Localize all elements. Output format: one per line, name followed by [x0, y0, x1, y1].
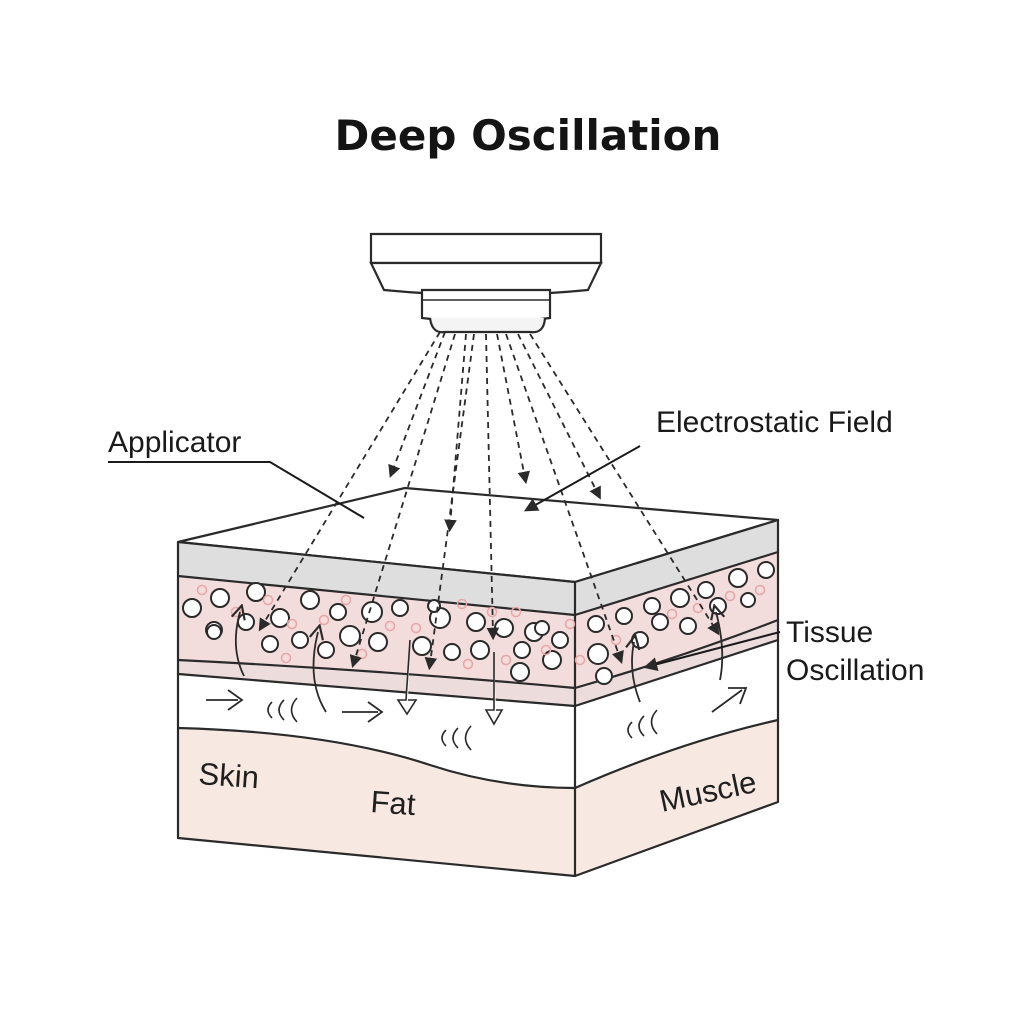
skin-cell	[300, 590, 320, 610]
skin-cell	[631, 631, 649, 649]
electrostatic-field-lines	[258, 331, 720, 671]
fat-label: Fat	[370, 784, 418, 822]
callout-lines	[108, 445, 781, 672]
skin-cell	[551, 631, 569, 649]
skin-cell-small	[280, 652, 292, 664]
skin-cell-small	[384, 620, 396, 632]
tissue-oscillation-label-line2: Oscillation	[786, 654, 924, 687]
skin-cell	[494, 618, 514, 638]
skin-cell	[443, 643, 461, 661]
skin-cell	[587, 615, 605, 633]
skin-cell	[361, 601, 383, 623]
skin-cell	[542, 650, 562, 670]
skin-cell	[740, 592, 756, 608]
skin-cell-small	[456, 598, 468, 610]
applicator-device	[369, 232, 603, 334]
wave-marks	[267, 697, 658, 751]
skin-cell	[329, 603, 347, 621]
skin-cell-small	[486, 606, 498, 618]
skin-cell	[182, 598, 202, 618]
skin-cell	[210, 588, 230, 608]
skin-cell-small	[262, 594, 274, 606]
skin-cell	[587, 643, 609, 665]
applicator-label: Applicator	[108, 426, 241, 459]
skin-cell	[391, 599, 409, 617]
skin-cell	[368, 632, 388, 652]
skin-cell-small	[196, 584, 208, 596]
skin-cell	[317, 641, 335, 659]
skin-cell-small	[340, 594, 352, 606]
skin-cell-small	[356, 648, 368, 660]
skin-cell-small	[724, 590, 736, 602]
skin-cell-small	[318, 614, 330, 626]
skin-cell	[270, 608, 290, 628]
skin-cell	[466, 612, 486, 632]
tissue-oscillation-label-line1: Tissue	[786, 616, 873, 649]
skin-cell	[757, 561, 775, 579]
skin-cell-small	[666, 608, 678, 620]
skin-cell-small	[410, 622, 422, 634]
skin-cell	[206, 624, 222, 640]
skin-cell	[728, 568, 748, 588]
skin-cell	[651, 613, 669, 631]
electrostatic-field-label: Electrostatic Field	[656, 406, 893, 439]
skin-cell-small	[540, 644, 552, 656]
skin-cell	[510, 662, 530, 682]
skin-cell-small	[754, 584, 766, 596]
skin-cell	[595, 667, 613, 685]
skin-cell-small	[564, 618, 576, 630]
skin-cell	[643, 597, 661, 615]
skin-cell-small	[510, 606, 522, 618]
skin-cell	[697, 581, 715, 599]
skin-cell	[709, 597, 727, 615]
diagram-title: Deep Oscillation	[335, 111, 722, 160]
skin-cell	[412, 636, 432, 656]
skin-cells	[182, 561, 775, 685]
skin-cell-small	[574, 654, 586, 666]
skin-cell-small	[500, 654, 512, 666]
skin-cell	[339, 625, 361, 647]
skin-cell-small	[462, 658, 474, 670]
skin-cell	[534, 620, 550, 636]
skin-cell	[615, 607, 633, 625]
skin-cell	[237, 613, 255, 631]
skin-cell	[513, 641, 531, 659]
skin-cell	[679, 617, 697, 635]
skin-cell	[246, 582, 266, 602]
skin-label: Skin	[198, 756, 261, 795]
skin-cell	[670, 588, 690, 608]
skin-cell	[261, 635, 279, 653]
skin-cell-small	[610, 634, 622, 646]
skin-cell	[291, 631, 309, 649]
skin-cell	[427, 599, 441, 613]
skin-cell	[470, 640, 490, 660]
skin-cell-small	[286, 618, 298, 630]
oscillation-arrows	[206, 612, 748, 726]
